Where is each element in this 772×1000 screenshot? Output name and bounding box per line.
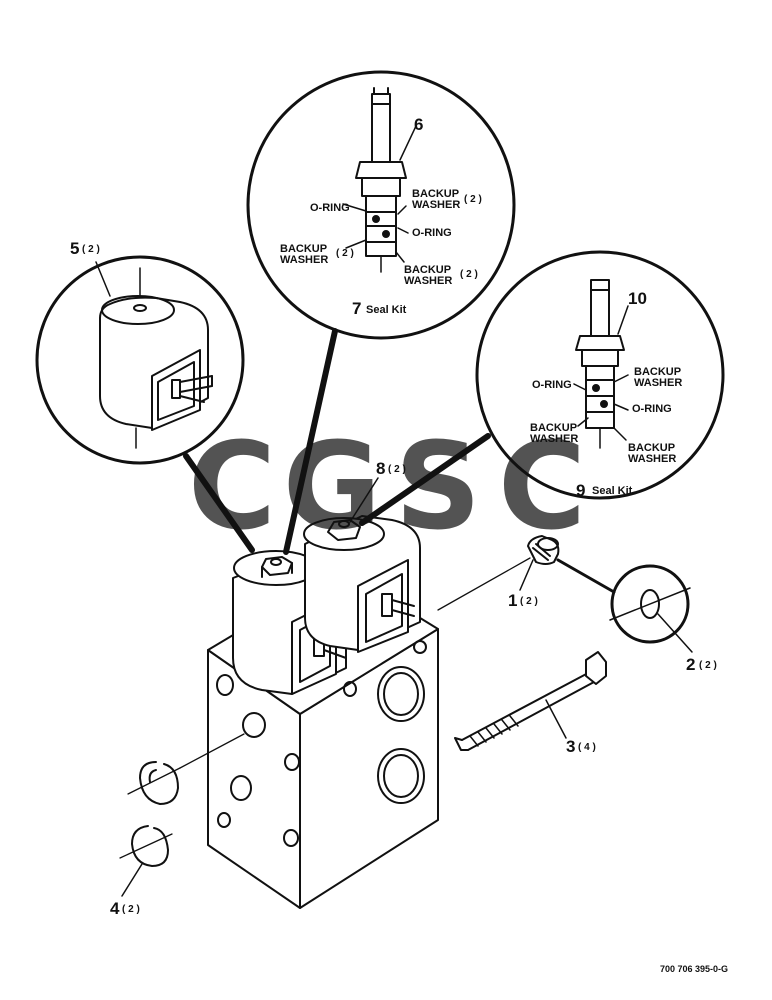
svg-text:( 2 ): ( 2 ) (460, 269, 478, 280)
svg-text:O-RING: O-RING (532, 379, 572, 391)
snap-rings (119, 733, 245, 867)
svg-text:O-RING: O-RING (632, 403, 672, 415)
kit-label-7: Seal Kit (366, 304, 407, 316)
svg-text:BACKUP: BACKUP (280, 243, 327, 255)
svg-text:G: G (283, 418, 382, 557)
part-qty-4: ( 2 ) (122, 904, 140, 915)
part-qty-8: ( 2 ) (388, 464, 406, 475)
svg-text:WASHER: WASHER (634, 377, 682, 389)
part-number-3: 3 (566, 737, 575, 756)
svg-text:WASHER: WASHER (530, 433, 578, 445)
svg-text:S: S (395, 418, 481, 557)
leader-3 (545, 699, 567, 739)
leader-4 (121, 863, 143, 897)
seal-kit-callout-9 (359, 250, 725, 526)
svg-text:BACKUP: BACKUP (634, 366, 681, 378)
svg-text:( 2 ): ( 2 ) (336, 248, 354, 259)
part-qty-2: ( 2 ) (699, 660, 717, 671)
leader-1 (519, 559, 534, 591)
svg-text:WASHER: WASHER (628, 453, 676, 465)
svg-text:C: C (498, 418, 586, 557)
svg-text:BACKUP: BACKUP (404, 264, 451, 276)
leader-2 (657, 613, 693, 653)
seal-kit-7-labels: O-RING BACKUP WASHER ( 2 ) O-RING BACKUP… (280, 188, 482, 318)
part-number-1: 1 (508, 591, 517, 610)
coil-callout (35, 255, 255, 553)
svg-text:BACKUP: BACKUP (530, 422, 577, 434)
svg-text:O-RING: O-RING (412, 227, 452, 239)
svg-text:WASHER: WASHER (412, 199, 460, 211)
svg-text:BACKUP: BACKUP (412, 188, 459, 200)
part-labels: 1 ( 2 ) 2 ( 2 ) 3 ( 4 ) 4 ( 2 ) 5 ( 2 ) … (70, 115, 717, 918)
document-code: 700 706 395-0-G (660, 964, 728, 974)
part-number-6: 6 (414, 115, 423, 134)
part-number-4: 4 (110, 899, 120, 918)
o-ring-callout (556, 558, 691, 644)
part-qty-5: ( 2 ) (82, 244, 100, 255)
part-qty-1: ( 2 ) (520, 596, 538, 607)
svg-text:WASHER: WASHER (404, 275, 452, 287)
kit-label-9: Seal Kit (592, 485, 633, 497)
cgsc-watermark: C G S C (188, 418, 586, 557)
leader-5 (95, 261, 111, 297)
svg-text:C: C (188, 418, 276, 557)
seal-kit-callout-7 (246, 70, 516, 555)
svg-text:( 2 ): ( 2 ) (464, 194, 482, 205)
part-number-5: 5 (70, 239, 79, 258)
svg-text:BACKUP: BACKUP (628, 442, 675, 454)
bolt-part (454, 651, 607, 751)
kit-number-9: 9 (576, 481, 585, 500)
part-number-2: 2 (686, 655, 695, 674)
kit-number-7: 7 (352, 299, 361, 318)
center-line (437, 557, 531, 611)
svg-text:O-RING: O-RING (310, 202, 350, 214)
part-number-10: 10 (628, 289, 647, 308)
svg-text:WASHER: WASHER (280, 254, 328, 266)
part-qty-3: ( 4 ) (578, 742, 596, 753)
part-number-8: 8 (376, 459, 385, 478)
solenoid-coil-right (303, 515, 421, 653)
plug-fitting (527, 535, 560, 565)
seal-kit-9-labels: BACKUP WASHER O-RING O-RING BACKUP WASHE… (530, 366, 682, 500)
leader-8 (349, 477, 379, 523)
